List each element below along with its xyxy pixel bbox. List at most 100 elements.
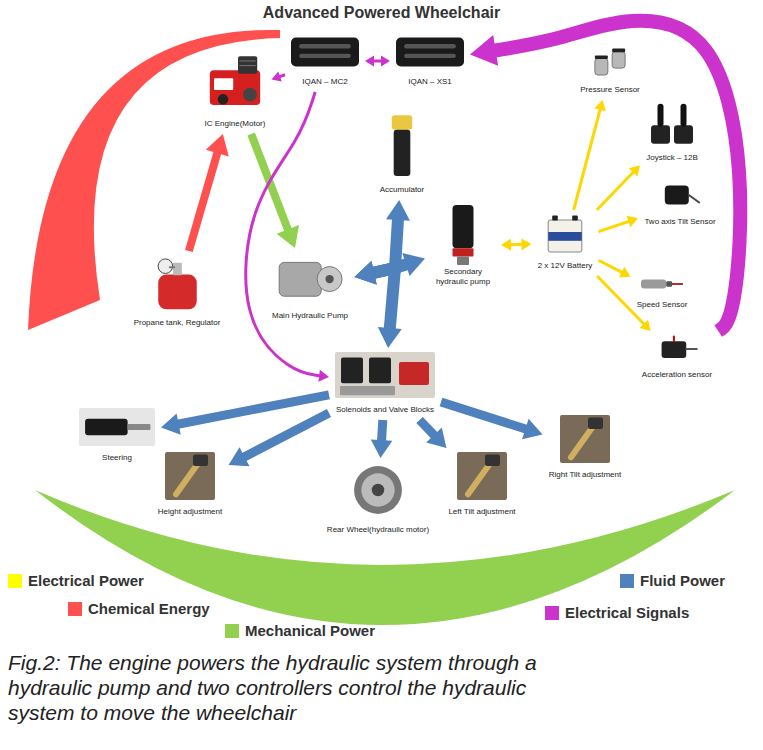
icon-part xyxy=(128,424,151,430)
icon-part xyxy=(169,266,173,268)
figure-caption: Fig.2: The engine powers the hydraulic s… xyxy=(8,650,568,726)
icon-part xyxy=(193,454,208,466)
component-label: Acceleration sensor xyxy=(642,370,712,380)
icon-part xyxy=(299,54,351,58)
component-node: Secondary hydraulic pump xyxy=(427,203,499,290)
icon-part xyxy=(85,419,128,436)
arrow-head xyxy=(522,419,542,440)
icon-part xyxy=(651,125,670,143)
icon-part xyxy=(404,44,456,48)
component-label: Right Tilt adjustment xyxy=(549,470,621,480)
icon-part xyxy=(595,56,608,60)
component-icon xyxy=(457,452,507,500)
legend-swatch xyxy=(68,602,82,616)
component-label: Accumulator xyxy=(380,185,424,195)
legend-item: Chemical Energy xyxy=(68,600,210,618)
legend-item: Electrical Power xyxy=(8,572,144,590)
component-label: Steering xyxy=(102,453,132,463)
flow-arrow xyxy=(355,261,402,348)
icon-part xyxy=(341,358,363,384)
flow-arrow xyxy=(420,420,447,448)
icon-part xyxy=(210,70,260,105)
component-icon xyxy=(545,214,585,254)
icon-part xyxy=(158,275,197,310)
component-icon xyxy=(396,34,464,70)
component-node: Rear Wheel(hydraulic motor) xyxy=(323,460,434,538)
arrow-shaft xyxy=(441,402,529,430)
component-label: Pressure Sensor xyxy=(580,85,640,95)
arrow-head xyxy=(161,413,181,434)
arrow-head xyxy=(402,253,425,276)
icon-part xyxy=(595,59,608,76)
arrow-shaft xyxy=(597,171,635,210)
legend-label: Electrical Power xyxy=(28,572,144,590)
icon-part xyxy=(291,38,359,67)
component-node: Propane tank, Regulator xyxy=(130,253,225,331)
arrow-head xyxy=(355,261,377,284)
flow-arrow xyxy=(365,56,390,67)
arrow-head xyxy=(206,134,229,157)
component-icon xyxy=(592,48,628,78)
arrow-shaft xyxy=(241,413,329,458)
legend-swatch xyxy=(225,624,239,638)
icon-part xyxy=(673,336,675,341)
arrow-head xyxy=(386,200,410,221)
icon-part xyxy=(453,205,474,248)
arrow-shaft xyxy=(246,92,321,376)
component-label: Main Hydraulic Pump xyxy=(272,311,348,321)
icon-part xyxy=(686,348,697,350)
component-icon xyxy=(352,462,404,518)
component-node: Steering xyxy=(75,406,159,466)
component-label: IC Engine(Motor) xyxy=(205,119,266,129)
component-node: IQAN – MC2 xyxy=(287,32,363,90)
arrow-head xyxy=(365,56,374,67)
legend-label: Chemical Energy xyxy=(88,600,210,618)
arrow-head xyxy=(639,320,650,331)
icon-part xyxy=(394,130,411,176)
icon-part xyxy=(612,52,625,69)
icon-part xyxy=(238,56,257,73)
legend-swatch xyxy=(620,574,634,588)
component-icon xyxy=(448,205,478,265)
icon-part xyxy=(218,94,228,104)
arrow-head xyxy=(627,216,638,227)
component-label: Two axis Tilt Sensor xyxy=(644,217,715,227)
icon-part xyxy=(392,115,412,130)
arrow-head xyxy=(229,447,250,466)
icon-part xyxy=(658,104,664,127)
arrow-head xyxy=(277,225,299,248)
flow-arrow xyxy=(597,165,640,210)
component-node: Left Tilt adjustment xyxy=(444,450,520,520)
icon-part xyxy=(325,275,333,283)
icon-part xyxy=(396,38,464,67)
legend-item: Electrical Signals xyxy=(545,604,689,622)
component-icon xyxy=(655,335,699,363)
legend-swatch xyxy=(8,574,22,588)
legend-label: Mechanical Power xyxy=(245,622,375,640)
component-icon xyxy=(291,34,359,70)
component-node: Solenoids and Valve Blocks xyxy=(331,350,439,418)
icon-part xyxy=(674,125,693,143)
component-node: IQAN – XS1 xyxy=(392,32,468,90)
arrow-head xyxy=(470,35,498,66)
icon-part xyxy=(641,280,666,289)
icon-part xyxy=(335,352,435,398)
icon-part xyxy=(173,263,182,275)
arrow-head xyxy=(629,165,640,176)
flow-arrow xyxy=(371,420,393,458)
component-icon xyxy=(165,452,215,500)
flow-arrow xyxy=(272,71,286,81)
icon-part xyxy=(369,358,391,384)
icon-part xyxy=(457,257,469,265)
component-icon xyxy=(641,275,683,293)
icon-part xyxy=(572,216,578,221)
component-label: IQAN – MC2 xyxy=(302,77,347,87)
component-label: 2 x 12V Battery xyxy=(538,261,593,271)
arrow-head xyxy=(272,71,282,81)
arrow-head xyxy=(355,261,377,284)
arrow-shaft xyxy=(491,21,741,331)
arrow-head xyxy=(426,428,446,448)
component-node: Acceleration sensor xyxy=(638,333,717,383)
